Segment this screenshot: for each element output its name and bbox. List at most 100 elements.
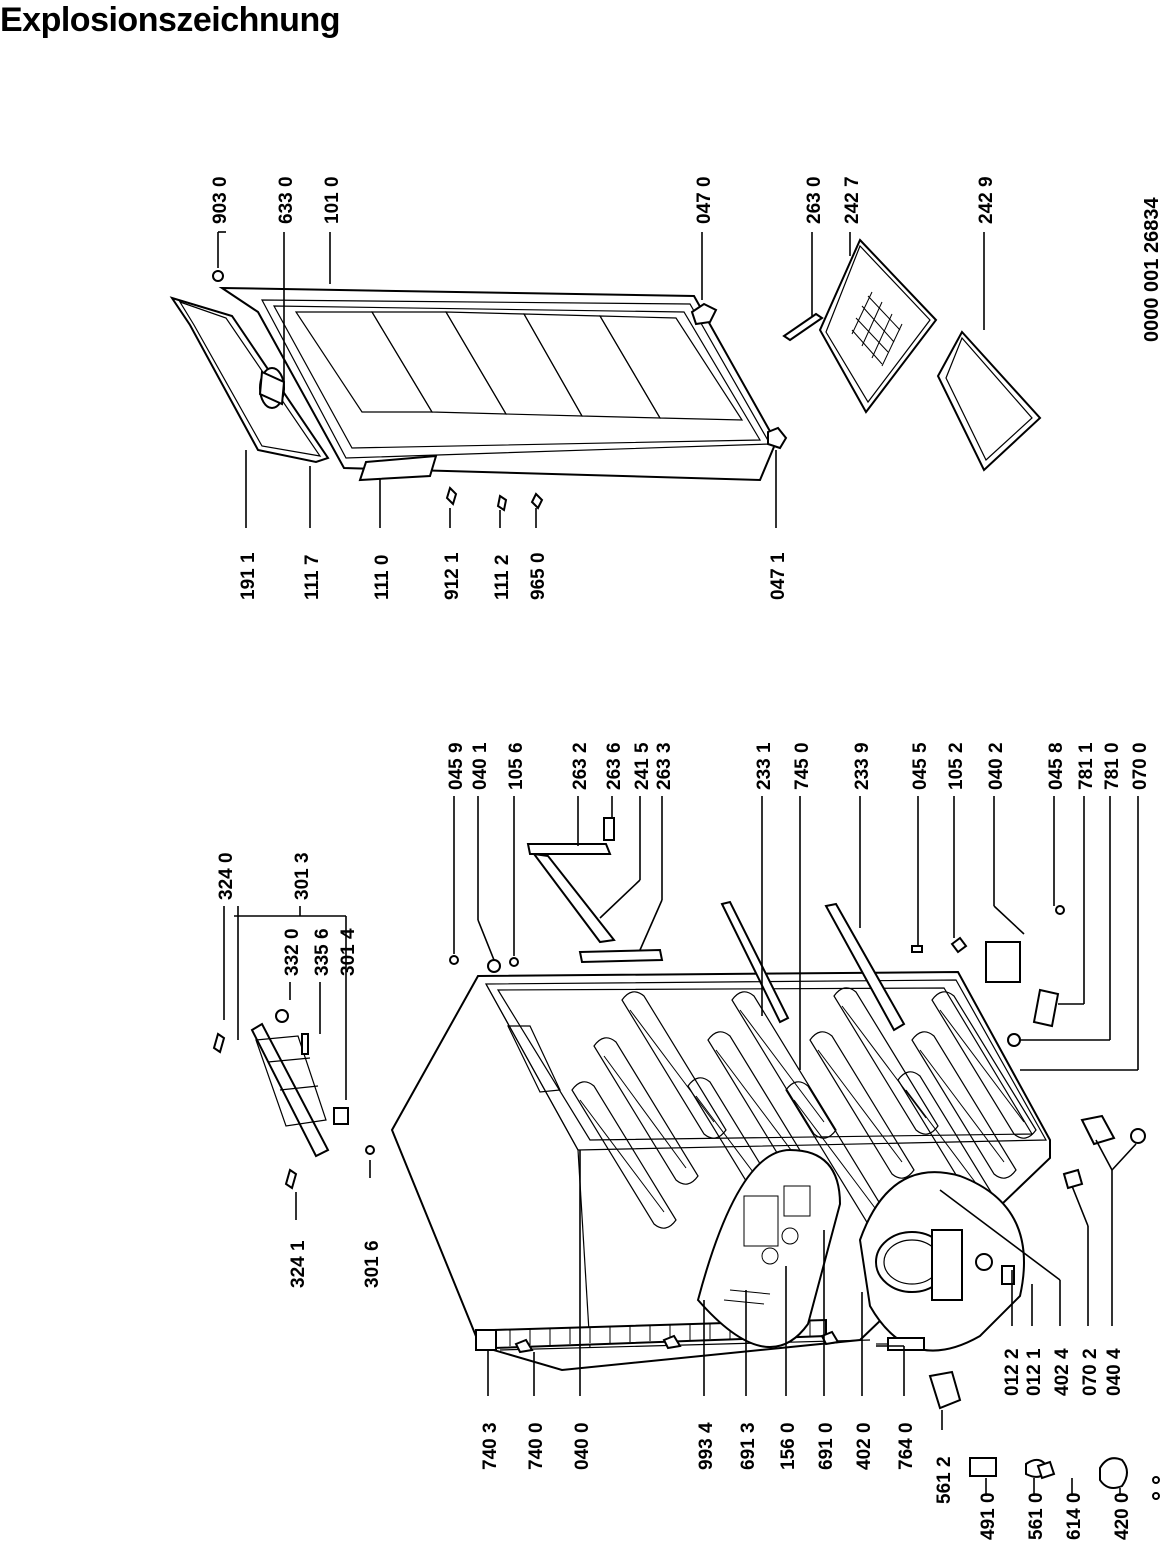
label-045-8: 045 8 (1046, 742, 1067, 790)
condensate-tray-781-1 (1032, 988, 1060, 1028)
label-301-4: 301 4 (338, 928, 359, 976)
label-047-0: 047 0 (694, 176, 715, 224)
clip-324-0 (212, 1032, 226, 1054)
light-bracket-263-3 (578, 948, 664, 964)
corner-block-740-3 (475, 1329, 497, 1351)
label-740-0: 740 0 (526, 1422, 547, 1470)
drawer-handle-strip (782, 312, 824, 342)
label-105-2: 105 2 (946, 742, 967, 790)
drawer-grid (851, 291, 903, 367)
screw-903 (212, 270, 224, 282)
loose-parts (928, 1370, 1160, 1500)
label-242-7: 242 7 (842, 176, 863, 224)
label-402-4: 402 4 (1052, 1348, 1073, 1396)
drawer-242-9 (936, 330, 1042, 472)
screw-1112 (496, 494, 508, 512)
label-332-0: 332 0 (282, 928, 303, 976)
label-301-3: 301 3 (292, 852, 313, 900)
label-241-5: 241 5 (632, 742, 653, 790)
dryer-764-0 (887, 1337, 925, 1351)
light-housing (507, 1025, 561, 1093)
label-040-2: 040 2 (986, 742, 1007, 790)
label-745-0: 745 0 (792, 742, 813, 790)
door-hinge-bottom (767, 426, 788, 450)
shelf-rail-233-1 (720, 900, 790, 1024)
drawer-242-7 (818, 238, 938, 414)
page-title: Explosionszeichnung (0, 1, 340, 39)
label-691-3: 691 3 (738, 1422, 759, 1470)
control-panel-assembly (212, 1009, 375, 1190)
door-panel (218, 286, 778, 482)
label-491-0: 491 0 (978, 1492, 999, 1540)
power-cord-420-0 (1099, 1457, 1128, 1489)
bracket-040-2 (985, 941, 1021, 983)
door-hinge-top (690, 302, 718, 326)
label-402-0: 402 0 (854, 1422, 875, 1470)
shelf-rail-233-9 (824, 902, 906, 1032)
freezer-drawers (782, 238, 1042, 472)
connector-614-0 (1036, 1460, 1056, 1480)
label-040-1: 040 1 (470, 742, 491, 790)
door-compartments (294, 311, 744, 421)
electronics-detail (723, 1185, 811, 1305)
clip-324-1 (284, 1168, 298, 1190)
label-233-1: 233 1 (754, 742, 775, 790)
label-105-6: 105 6 (506, 742, 527, 790)
part-labels: 903 0 633 0 101 0 047 0 263 0 242 7 242 … (210, 176, 1161, 1540)
door-gasket-frame (169, 296, 330, 464)
label-040-0: 040 0 (572, 1422, 593, 1470)
label-965-0: 965 0 (528, 552, 549, 600)
foot-740-0b (662, 1334, 682, 1350)
cap-105-2 (950, 936, 968, 954)
label-263-0: 263 0 (804, 176, 825, 224)
label-691-0: 691 0 (816, 1422, 837, 1470)
label-993-4: 993 4 (696, 1422, 717, 1470)
label-561-2: 561 2 (934, 1456, 955, 1504)
door-assembly (169, 270, 788, 512)
pin-045-5 (911, 945, 923, 953)
label-263-2: 263 2 (570, 742, 591, 790)
label-740-3: 740 3 (480, 1422, 501, 1470)
label-781-0: 781 0 (1102, 742, 1123, 790)
label-263-6: 263 6 (604, 742, 625, 790)
label-912-1: 912 1 (442, 552, 463, 600)
label-191-1: 191 1 (238, 552, 259, 600)
label-045-5: 045 5 (910, 742, 931, 790)
label-040-4: 040 4 (1104, 1348, 1125, 1396)
hinge-plate (358, 454, 438, 482)
label-242-9: 242 9 (976, 176, 997, 224)
label-301-4 (333, 1107, 349, 1125)
label-012-2: 012 2 (1002, 1348, 1023, 1396)
label-111-2: 111 2 (492, 555, 513, 600)
screw-045-8 (1055, 905, 1065, 915)
screw-965 (530, 492, 544, 510)
knob-332-0 (275, 1009, 289, 1023)
document-number: 0000 001 26834 (1141, 197, 1161, 342)
label-263-3: 263 3 (654, 742, 675, 790)
spring-335-6 (301, 1033, 309, 1055)
light-bracket-263-2 (526, 843, 612, 855)
screw-045-9 (449, 955, 459, 965)
label-233-9: 233 9 (852, 742, 873, 790)
screw-040-1 (487, 959, 501, 973)
label-070-0: 070 0 (1130, 742, 1151, 790)
refrigeration-unit (696, 1148, 1025, 1352)
clip-070-2 (1062, 1168, 1084, 1190)
label-156-0: 156 0 (778, 1422, 799, 1470)
label-301-6: 301 6 (362, 1240, 383, 1288)
label-614-0: 614 0 (1064, 1492, 1085, 1540)
screw-912 (445, 486, 458, 506)
bracket-040-4 (1080, 1114, 1116, 1146)
label-903-0: 903 0 (210, 176, 231, 224)
label-633-0: 633 0 (276, 176, 297, 224)
grommet-012-2 (975, 1253, 993, 1271)
light-cover-241-5 (531, 852, 616, 944)
compressor-base (931, 1229, 963, 1301)
nut-040-4 (1130, 1128, 1146, 1144)
label-012-1: 012 1 (1024, 1348, 1045, 1396)
thermostat-491-0 (969, 1457, 997, 1477)
label-047-1: 047 1 (768, 552, 789, 600)
label-324-1: 324 1 (288, 1240, 309, 1288)
lamp-263-6 (603, 817, 615, 841)
